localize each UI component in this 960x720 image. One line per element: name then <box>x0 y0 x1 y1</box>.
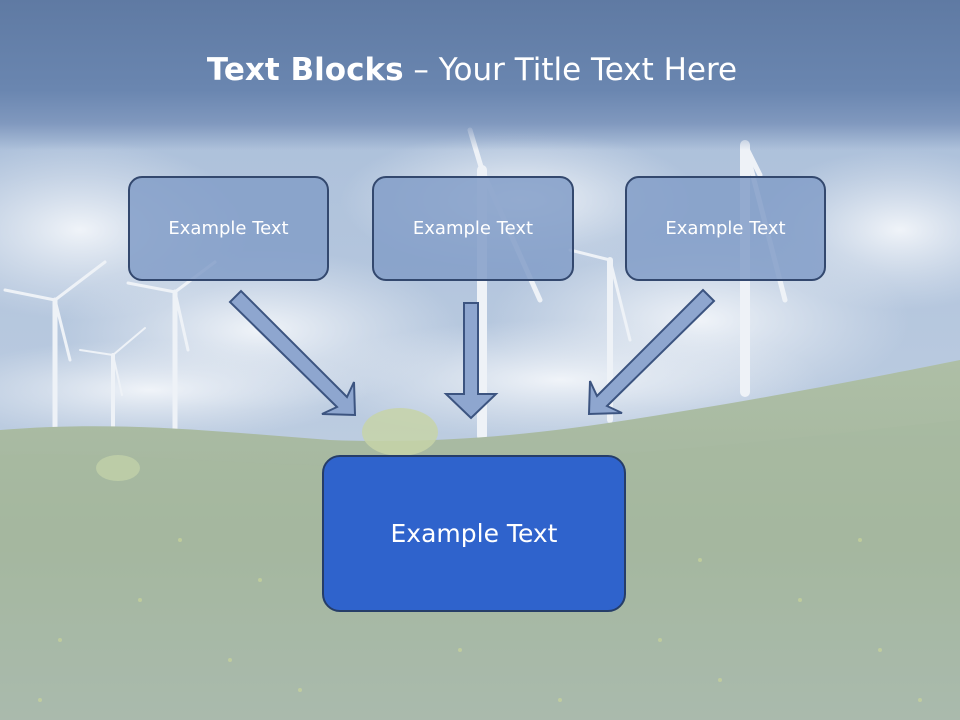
slide-title-dash: – <box>403 52 439 88</box>
text-block-center-label: Example Text <box>412 218 534 239</box>
title-band <box>0 0 960 150</box>
text-block-right-label: Example Text <box>665 218 786 239</box>
slide-title-bold: Text Blocks <box>206 52 404 88</box>
text-block-left[interactable]: Example Text <box>128 176 329 281</box>
slide-title: Text Blocks – Your Title Text Here <box>0 52 944 88</box>
slide-title-rest: Your Title Text Here <box>438 52 738 88</box>
text-block-right[interactable]: Example Text <box>625 176 826 281</box>
text-block-main-label: Example Text <box>390 519 558 548</box>
text-block-main[interactable]: Example Text <box>322 455 626 612</box>
text-block-center[interactable]: Example Text <box>372 176 574 281</box>
text-block-left-label: Example Text <box>168 218 289 239</box>
